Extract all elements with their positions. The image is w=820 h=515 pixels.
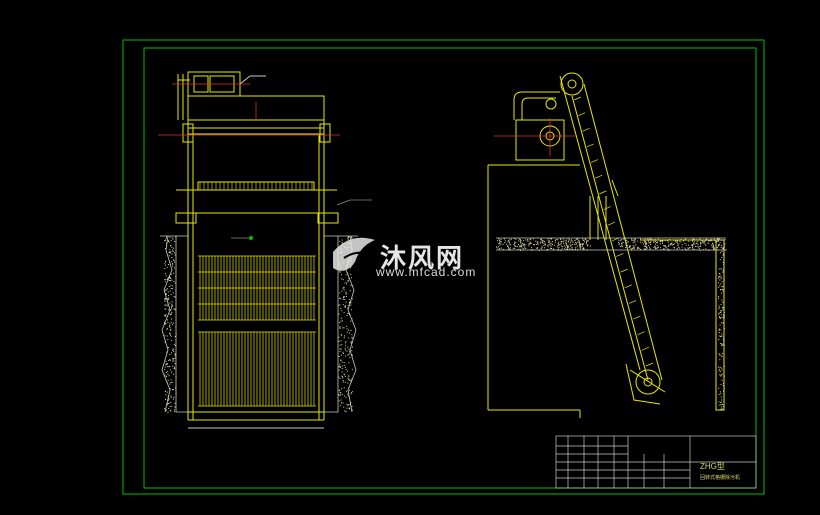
watermark-logo: [333, 237, 375, 271]
inner-frame: [143, 47, 757, 489]
outer-frame: [122, 39, 765, 495]
side-centerlines: [494, 118, 576, 156]
front-marker: [249, 236, 253, 240]
grille-upper: [198, 255, 316, 321]
title-block-subtitle: 回转式格栅除污机: [700, 475, 741, 481]
side-view: [487, 72, 725, 418]
head-box: [187, 95, 325, 135]
side-gearbox: [515, 119, 565, 161]
front-centerlines: [158, 83, 340, 136]
title-block: [555, 435, 757, 489]
front-leaders: [231, 199, 372, 239]
watermark-brand: 沐风网: [380, 244, 465, 274]
top-sprocket: [560, 72, 584, 96]
side-concrete-fill: [496, 238, 727, 411]
watermark-url: www.mfcad.com: [376, 265, 477, 279]
bottom-sprocket: [635, 369, 661, 395]
grille-lower: [198, 331, 316, 407]
rake-teeth: [199, 182, 313, 190]
front-view: [175, 71, 339, 429]
title-block-name: ZHG型: [700, 462, 725, 471]
